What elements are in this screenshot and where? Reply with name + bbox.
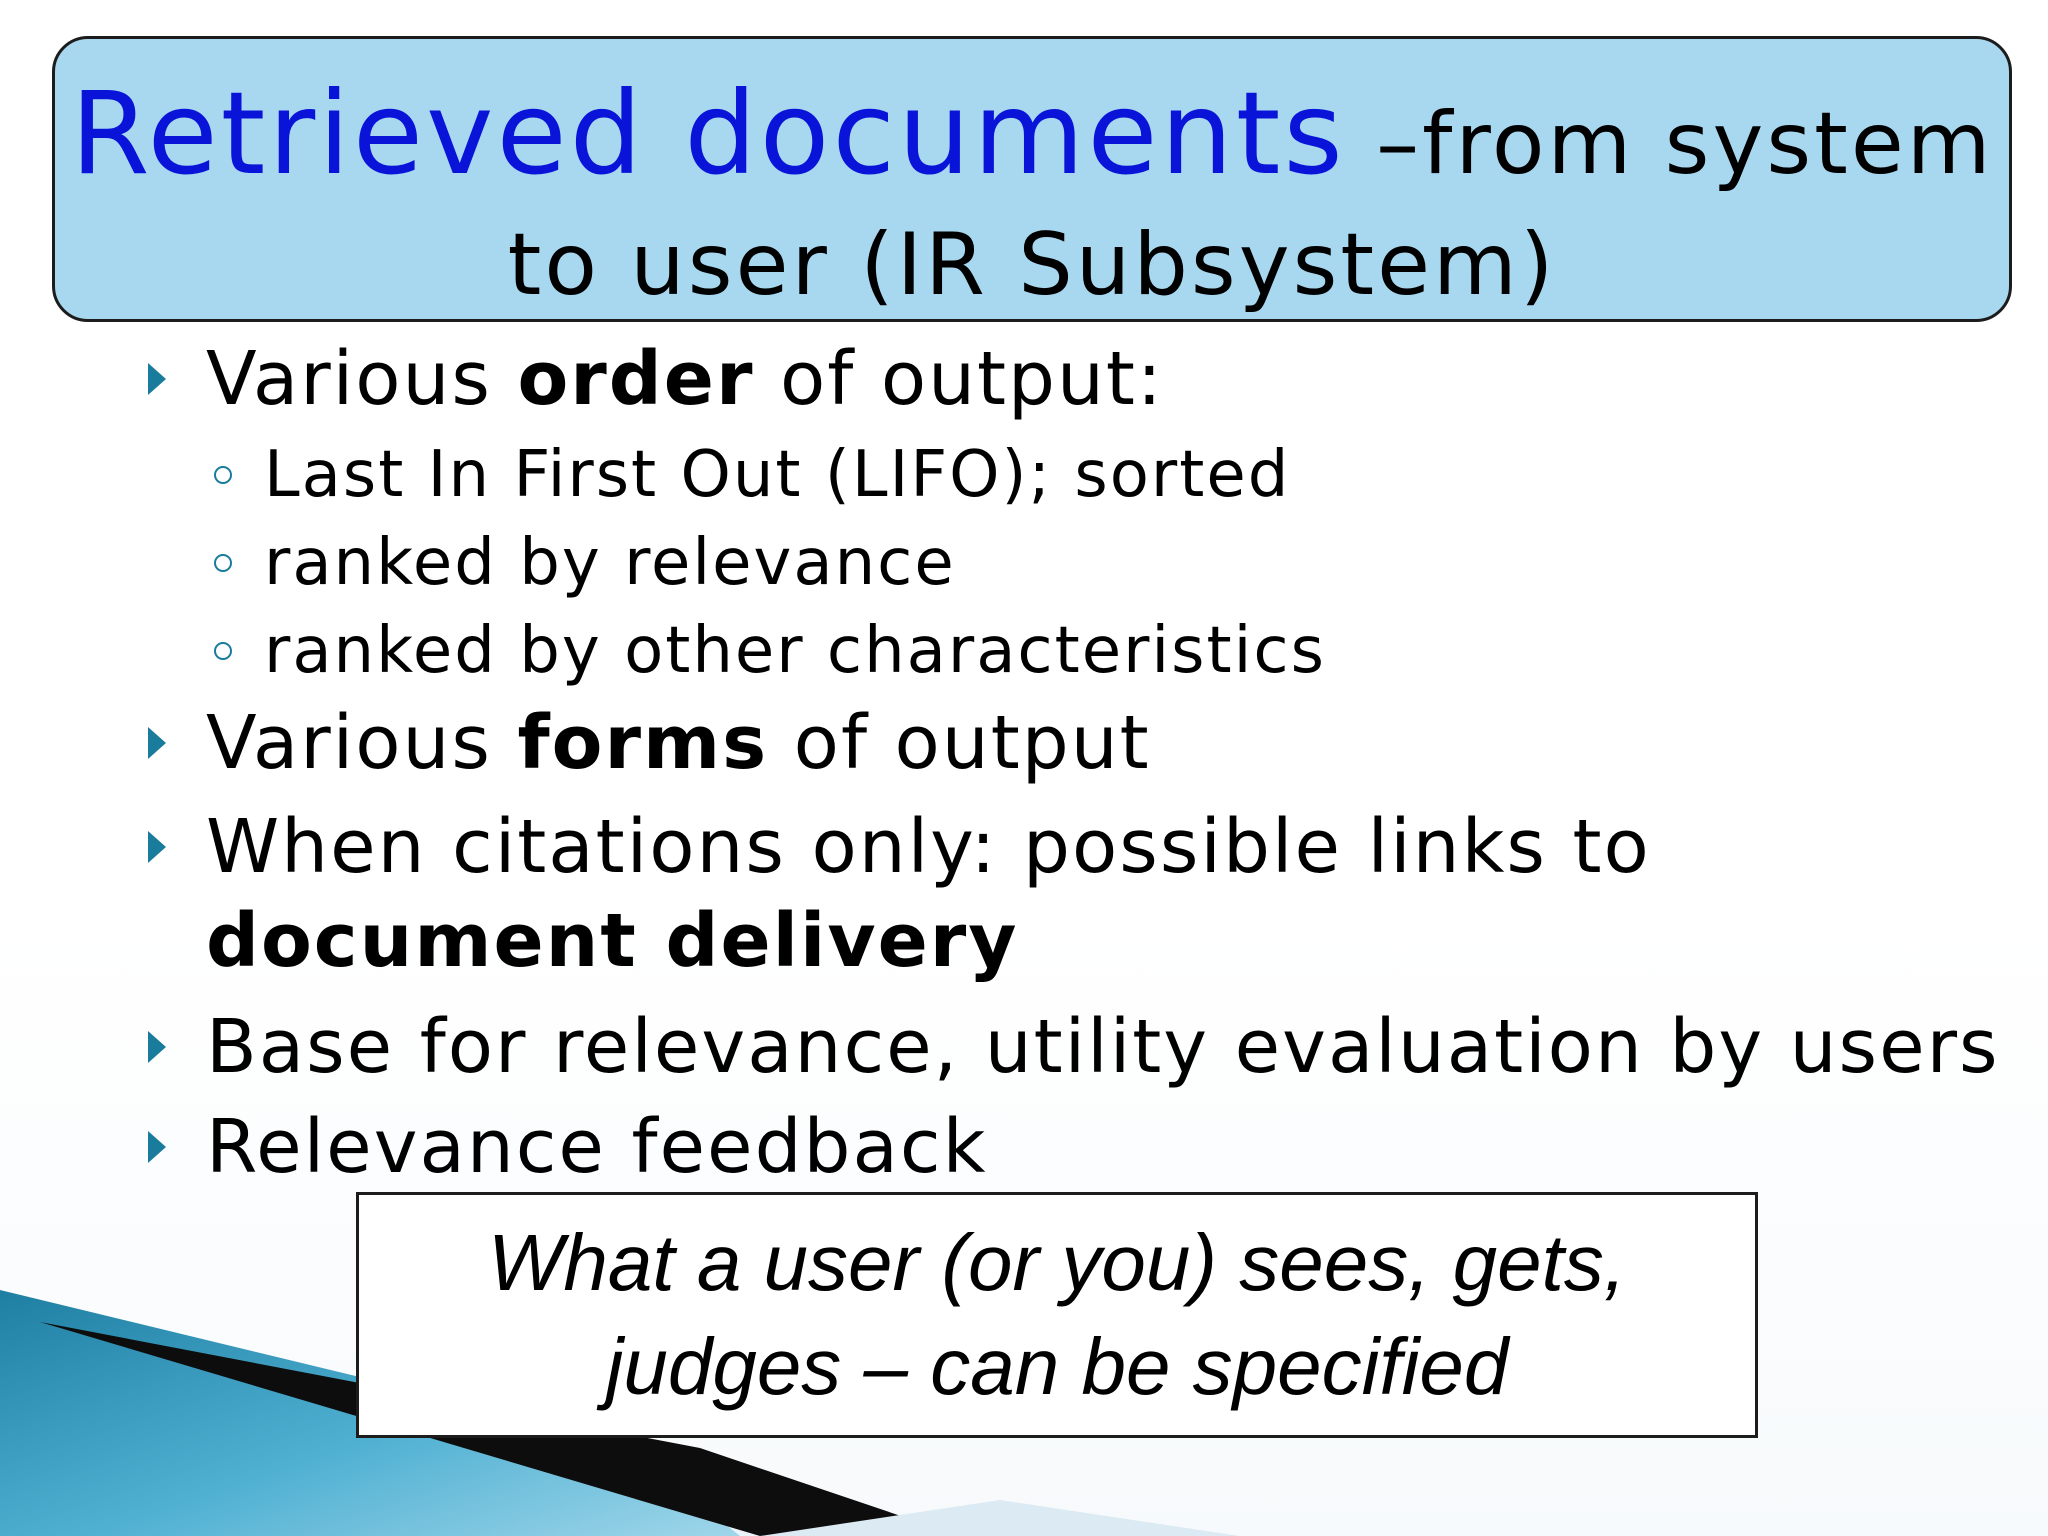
bullet-base-relevance: Base for relevance, utility evaluation b… bbox=[148, 1004, 2000, 1090]
title-main: Retrieved documents bbox=[70, 67, 1346, 200]
sub-bullet-relevance: ranked by relevance bbox=[214, 526, 956, 600]
callout-box: What a user (or you) sees, gets, judges … bbox=[356, 1192, 1758, 1438]
sub-bullet-characteristics: ranked by other characteristics bbox=[214, 614, 1326, 688]
sub-bullet-ring-icon bbox=[214, 466, 232, 484]
bullet-arrow-icon bbox=[148, 1031, 166, 1063]
sub-bullet-ring-icon bbox=[214, 642, 232, 660]
sub-bullet-text: ranked by relevance bbox=[264, 526, 956, 600]
title-banner: Retrieved documents –from system to user… bbox=[52, 36, 2012, 322]
bullet-text: Base for relevance, utility evaluation b… bbox=[206, 1004, 2000, 1090]
title-line-2: to user (IR Subsystem) bbox=[507, 215, 1557, 315]
sub-bullet-ring-icon bbox=[214, 554, 232, 572]
bullet-arrow-icon bbox=[148, 363, 166, 395]
sub-bullet-text: Last In First Out (LIFO); sorted bbox=[264, 438, 1291, 512]
bullet-forms: Various forms of output bbox=[148, 700, 1151, 786]
bullet-order: Various order of output: bbox=[148, 336, 1164, 422]
bullet-citations-continuation: document delivery bbox=[206, 898, 1019, 984]
bullet-bold-text: forms bbox=[517, 700, 769, 786]
bullet-text: Various bbox=[206, 336, 518, 422]
bullet-text: of output: bbox=[754, 336, 1164, 422]
bullet-text: When citations only: possible links to bbox=[206, 804, 1651, 890]
bullet-text: of output bbox=[768, 700, 1151, 786]
bullet-arrow-icon bbox=[148, 831, 166, 863]
bullet-arrow-icon bbox=[148, 727, 166, 759]
callout-line-2: judges – can be specified bbox=[605, 1322, 1509, 1411]
bullet-bold-text: order bbox=[517, 336, 755, 422]
bullet-text: Various bbox=[206, 700, 518, 786]
sub-bullet-text: ranked by other characteristics bbox=[264, 614, 1326, 688]
bullet-citations: When citations only: possible links to bbox=[148, 804, 1651, 890]
bullet-relevance-feedback: Relevance feedback bbox=[148, 1104, 988, 1190]
title-rest: –from system bbox=[1345, 94, 1994, 194]
bullet-arrow-icon bbox=[148, 1131, 166, 1163]
title-line-1: Retrieved documents –from system bbox=[55, 59, 2009, 209]
bullet-text: Relevance feedback bbox=[206, 1104, 988, 1190]
callout-line-1: What a user (or you) sees, gets, bbox=[487, 1218, 1627, 1307]
sub-bullet-lifo: Last In First Out (LIFO); sorted bbox=[214, 438, 1291, 512]
bullet-bold-text: document delivery bbox=[206, 898, 1019, 984]
